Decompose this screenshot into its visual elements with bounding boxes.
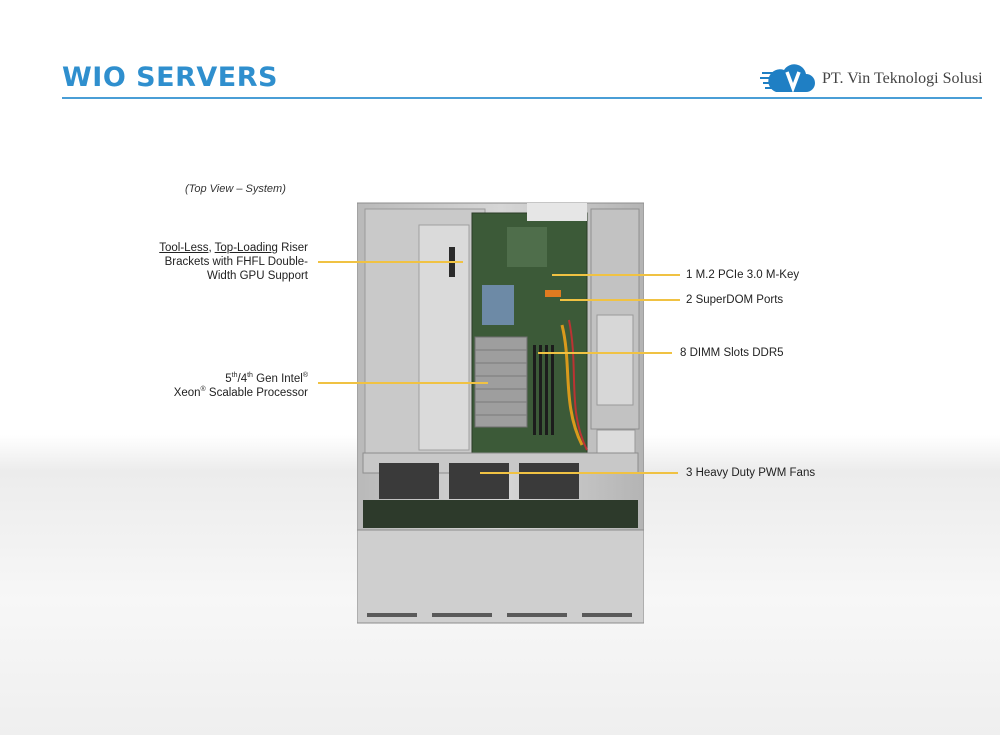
leader-processor <box>318 382 488 384</box>
callout-superdom: 2 SuperDOM Ports <box>686 294 784 306</box>
slide-title: WIO SERVERS <box>62 62 278 93</box>
callout-dimm: 8 DIMM Slots DDR5 <box>680 347 784 359</box>
leader-dimm <box>538 352 672 354</box>
callout-m2: 1 M.2 PCIe 3.0 M-Key <box>686 269 800 281</box>
cloud-logo-icon <box>760 64 815 93</box>
callout-processor: 5th/4th Gen Intel® Xeon® Scalable Proces… <box>173 372 308 399</box>
leader-fans <box>480 472 678 474</box>
leader-riser <box>318 261 463 263</box>
company-logo: PT. Vin Teknologi Solusi <box>760 62 983 96</box>
title-underline <box>62 97 982 99</box>
company-name: PT. Vin Teknologi Solusi <box>822 70 983 87</box>
leader-m2 <box>552 274 680 276</box>
leader-superdom <box>560 299 680 301</box>
callout-riser-brackets: Tool-Less, Top-Loading Riser Brackets wi… <box>159 242 308 282</box>
view-caption: (Top View – System) <box>185 183 286 195</box>
callout-fans: 3 Heavy Duty PWM Fans <box>686 467 816 479</box>
